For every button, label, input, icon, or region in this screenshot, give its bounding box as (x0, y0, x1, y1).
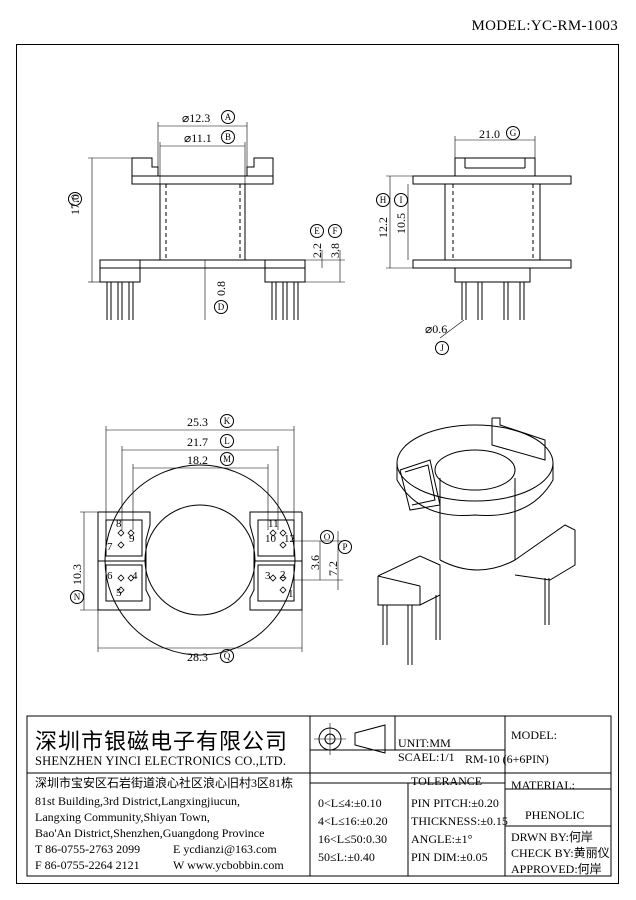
address-cn: 深圳市宝安区石岩街道浪心社区浪心旧村3区81栋 (35, 776, 294, 790)
company-name-cn: 深圳市银磁电子有限公司 (35, 730, 289, 755)
label-f: F (328, 224, 342, 238)
label-k: K (220, 414, 234, 428)
dim-q-value: 28.3 (187, 650, 208, 664)
label-e: E (310, 224, 324, 238)
dim-j-value: ⌀0.6 (425, 322, 448, 336)
email: E ycdianzi@163.com (173, 842, 277, 856)
fax: F 86-0755-2264 2121 (35, 858, 140, 872)
dim-l-value: 21.7 (187, 435, 208, 449)
label-q: Q (220, 649, 234, 663)
label-l: L (220, 434, 234, 448)
side-view (386, 136, 572, 339)
front-view (88, 122, 345, 320)
tolerance-row-3: 16<L≤50:0.30 (318, 832, 388, 846)
check-by: CHECK BY:黄丽仪 (511, 846, 610, 860)
dim-i-value: 10.5 (394, 213, 408, 234)
label-c: C (68, 192, 82, 206)
dim-g-value: 21.0 (479, 127, 500, 141)
pin-number: 3 (265, 570, 271, 582)
model-header: MODEL:YC-RM-1003 (471, 18, 618, 34)
pin-number: 5 (116, 587, 122, 599)
unit: UNIT:MM (398, 736, 451, 750)
label-d: D (214, 300, 228, 314)
drawing-frame (16, 44, 619, 884)
label-a: A (221, 110, 235, 124)
tolerance-row-4: 50≤L:±0.40 (318, 850, 375, 864)
pin-pitch: PIN PITCH:±0.20 (411, 796, 499, 810)
angle: ANGLE:±1° (411, 832, 473, 846)
material-value: PHENOLIC (525, 808, 585, 822)
label-n: N (70, 590, 84, 604)
bottom-view (80, 426, 343, 656)
tolerance-title: TOLERANCE (411, 774, 483, 788)
label-o: O (320, 530, 334, 544)
material-label: MATERIAL: (511, 778, 575, 792)
pin-number: 6 (107, 570, 113, 582)
pin-number: 1 (288, 588, 294, 600)
label-h: H (376, 193, 390, 207)
isometric-view (377, 417, 576, 665)
telephone: T 86-0755-2763 2099 (35, 842, 141, 856)
pin-number: 9 (129, 533, 135, 545)
pin-number: 8 (116, 518, 122, 530)
address-en-2: Langxing Community,Shiyan Town, (35, 810, 210, 824)
dim-o-value: 3.6 (308, 555, 322, 570)
drawn-by: DRWN BY:何岸 (511, 830, 593, 844)
website: W www.ycbobbin.com (173, 858, 284, 872)
model-value: RM-10 (6+6PIN) (465, 752, 549, 766)
label-b: B (221, 130, 235, 144)
approved-by: APPROVED:何岸 (511, 862, 602, 876)
pin-number: 12 (284, 533, 295, 545)
label-j: J (435, 341, 449, 355)
model-label: MODEL: (511, 728, 557, 742)
pin-number: 10 (265, 533, 276, 545)
title-block: 深圳市银磁电子有限公司 SHENZHEN YINCI ELECTRONICS C… (27, 716, 611, 876)
label-p: P (338, 540, 352, 554)
label-i: I (394, 193, 408, 207)
dim-m-value: 18.2 (187, 453, 208, 467)
dim-k-value: 25.3 (187, 415, 208, 429)
label-g: G (506, 126, 520, 140)
address-en-1: 81st Building,3rd District,Langxingjiucu… (35, 794, 240, 808)
dim-f-value: 3.8 (328, 243, 342, 258)
dim-d-value: 0.8 (214, 281, 228, 296)
pin-dim: PIN DIM:±0.05 (411, 850, 488, 864)
dim-p-value: 7.2 (326, 561, 340, 576)
scale: SCAEL:1/1 (398, 750, 455, 764)
pin-number: 7 (107, 541, 113, 553)
dim-b-value: ⌀11.1 (184, 131, 212, 145)
label-m: M (220, 452, 234, 466)
dim-a-value: ⌀12.3 (182, 111, 211, 125)
tolerance-row-2: 4<L≤16:±0.20 (318, 814, 388, 828)
title-block-grid (26, 715, 612, 877)
dim-e-value: 2.2 (310, 243, 324, 258)
company-name-en: SHENZHEN YINCI ELECTRONICS CO.,LTD. (35, 754, 287, 768)
tolerance-row-1: 0<L≤4:±0.10 (318, 796, 382, 810)
address-en-3: Bao'An District,Shenzhen,Guangdong Provi… (35, 826, 265, 840)
pin-number: 4 (132, 570, 138, 582)
dim-n-value: 10.3 (70, 564, 84, 585)
thickness: THICKNESS:±0.15 (411, 814, 508, 828)
dim-h-value: 12.2 (376, 217, 390, 238)
pin-number: 11 (268, 518, 279, 530)
pin-number: 2 (280, 569, 286, 581)
